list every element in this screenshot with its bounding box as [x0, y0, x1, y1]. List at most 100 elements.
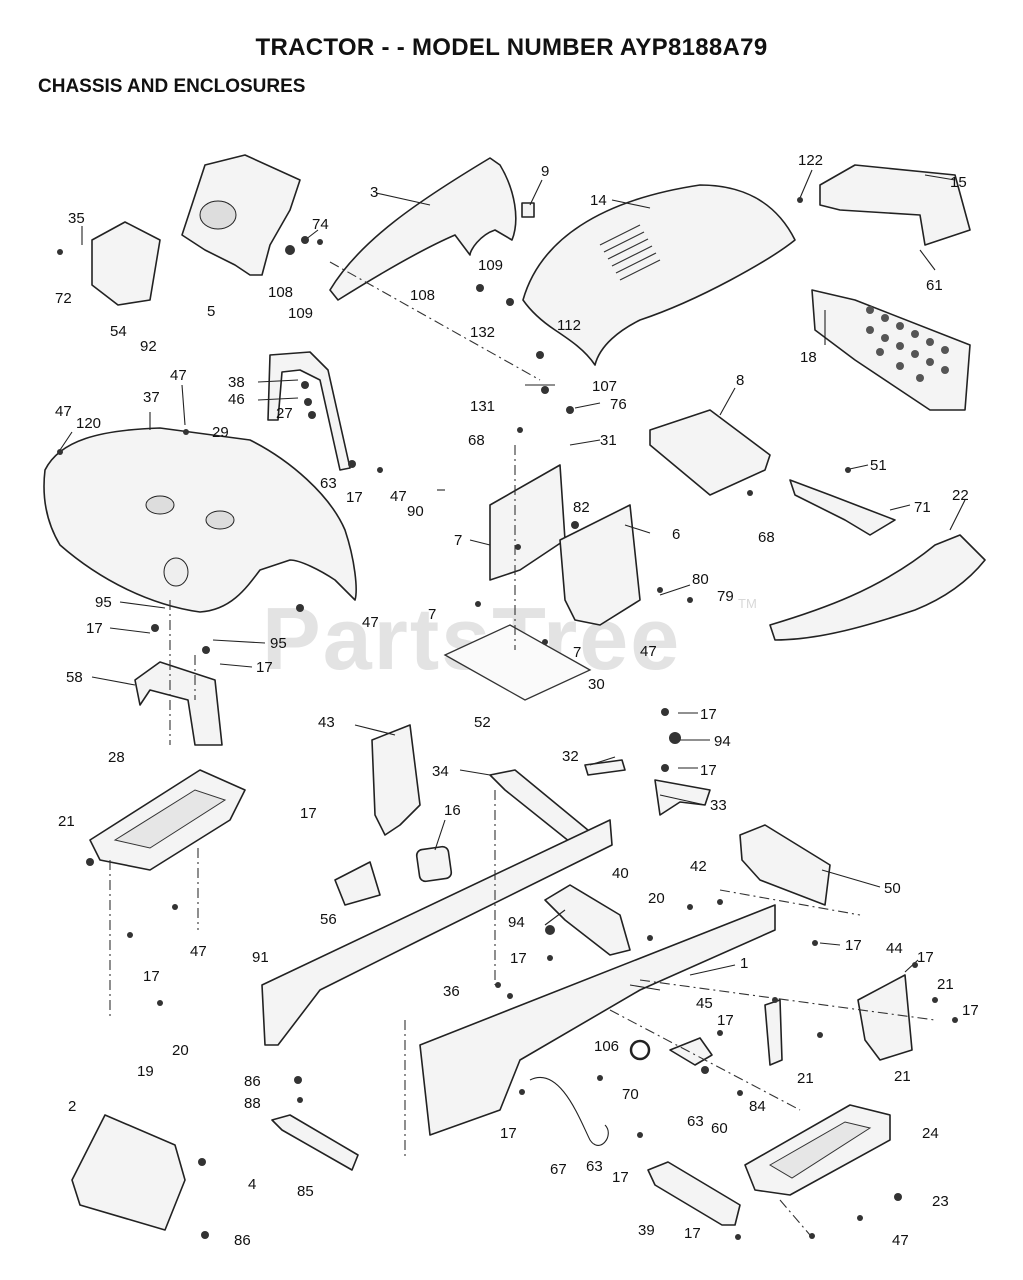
grille-slots: [866, 306, 949, 382]
callout-68b: 68: [758, 529, 775, 546]
part-40-bracket[interactable]: [544, 884, 631, 956]
part-85-bracket[interactable]: [271, 1114, 359, 1171]
callout-17n: 17: [612, 1169, 629, 1186]
section-title: CHASSIS AND ENCLOSURES: [38, 76, 306, 97]
callout-108b: 108: [410, 287, 435, 304]
part-2-plate[interactable]: [71, 1114, 186, 1231]
part-71-bracket[interactable]: [789, 479, 896, 536]
part-14-hood[interactable]: [522, 184, 796, 366]
callout-106: 106: [594, 1038, 619, 1055]
callout-7b: 7: [428, 606, 436, 623]
callout-90: 90: [407, 503, 424, 520]
callout-68a: 68: [468, 432, 485, 449]
callout-8: 8: [736, 372, 744, 389]
callout-17b: 17: [86, 620, 103, 637]
callout-46: 46: [228, 391, 245, 408]
part-15-front-panel[interactable]: [819, 164, 971, 246]
callout-85: 85: [297, 1183, 314, 1200]
callout-16: 16: [444, 802, 461, 819]
part-22-bumper[interactable]: [769, 534, 986, 641]
callout-21a: 21: [58, 813, 75, 830]
callout-95b: 95: [270, 635, 287, 652]
part-8-tray[interactable]: [649, 409, 771, 496]
part-44-bracket[interactable]: [857, 974, 913, 1061]
part-9-clip[interactable]: [521, 202, 535, 218]
callout-32: 32: [562, 748, 579, 765]
fasteners: [57, 197, 958, 1240]
callout-63b: 63: [687, 1113, 704, 1130]
part-67-cable[interactable]: [529, 1077, 609, 1146]
callout-86a: 86: [244, 1073, 261, 1090]
callout-52: 52: [474, 714, 491, 731]
part-1-frame-rail-right[interactable]: [419, 904, 776, 1136]
part-33-bracket[interactable]: [654, 779, 711, 816]
callout-120: 120: [76, 415, 101, 432]
part-84-bracket[interactable]: [764, 999, 783, 1066]
callout-17o: 17: [684, 1225, 701, 1242]
part-29-bracket[interactable]: [267, 351, 351, 471]
part-43-bracket[interactable]: [371, 724, 421, 836]
callout-47e: 47: [640, 643, 657, 660]
part-30-plate[interactable]: [443, 624, 592, 701]
callout-21d: 21: [894, 1068, 911, 1085]
callout-51: 51: [870, 457, 887, 474]
callout-58: 58: [66, 669, 83, 686]
footrest-right-inner: [769, 1121, 872, 1179]
callout-47b: 47: [55, 403, 72, 420]
part-91-frame-rail-left[interactable]: [261, 819, 613, 1046]
callout-labels: 9 3 14 122 15 35 74 72 54 92 5 108 109 1…: [55, 152, 979, 1249]
part-18-grille[interactable]: [811, 289, 971, 411]
callout-17j: 17: [143, 968, 160, 985]
callout-94a: 94: [714, 733, 731, 750]
part-6-side-panel[interactable]: [489, 464, 566, 581]
hood-grille: [599, 224, 661, 281]
callout-37: 37: [143, 389, 160, 406]
callout-38: 38: [228, 374, 245, 391]
deck-lamp: [163, 557, 189, 587]
part-92-plate[interactable]: [91, 221, 161, 306]
callout-88: 88: [244, 1095, 261, 1112]
callout-21b: 21: [937, 976, 954, 993]
part-16-grommet[interactable]: [415, 845, 453, 883]
callout-17h: 17: [510, 950, 527, 967]
part-58-seat-bracket[interactable]: [134, 661, 223, 746]
part-32-strap[interactable]: [584, 759, 626, 776]
part-50-rear-panel[interactable]: [739, 824, 831, 906]
callout-3: 3: [370, 184, 378, 201]
callout-72: 72: [55, 290, 72, 307]
callout-76: 76: [610, 396, 627, 413]
callout-18: 18: [800, 349, 817, 366]
callout-67: 67: [550, 1161, 567, 1178]
callout-82: 82: [573, 499, 590, 516]
callout-17m: 17: [500, 1125, 517, 1142]
callout-14: 14: [590, 192, 607, 209]
callout-61: 61: [926, 277, 943, 294]
part-39-bracket[interactable]: [647, 1161, 741, 1226]
callout-50: 50: [884, 880, 901, 897]
callout-47g: 47: [892, 1232, 909, 1249]
callout-43: 43: [318, 714, 335, 731]
callout-54: 54: [110, 323, 127, 340]
callout-36: 36: [443, 983, 460, 1000]
callout-22: 22: [952, 487, 969, 504]
callout-112: 112: [557, 317, 581, 334]
part-6-rear-panel[interactable]: [559, 504, 641, 626]
callout-29: 29: [212, 424, 229, 441]
part-70-ring[interactable]: [629, 1039, 651, 1061]
callout-20a: 20: [648, 890, 665, 907]
part-56-bracket[interactable]: [334, 861, 381, 906]
page-title: TRACTOR - - MODEL NUMBER AYP8188A79: [255, 34, 768, 61]
callout-17f: 17: [300, 805, 317, 822]
callout-33: 33: [710, 797, 727, 814]
callout-31: 31: [600, 432, 617, 449]
callout-24: 24: [922, 1125, 939, 1142]
part-5-dash-console[interactable]: [181, 154, 301, 276]
callout-47c: 47: [390, 488, 407, 505]
callout-1: 1: [740, 955, 748, 972]
callout-6: 6: [672, 526, 680, 543]
callout-17d: 17: [700, 706, 717, 723]
callout-17a: 17: [346, 489, 363, 506]
callout-17i: 17: [917, 949, 934, 966]
part-37-fender-deck[interactable]: [43, 427, 357, 613]
part-3-side-panel[interactable]: [329, 157, 517, 301]
